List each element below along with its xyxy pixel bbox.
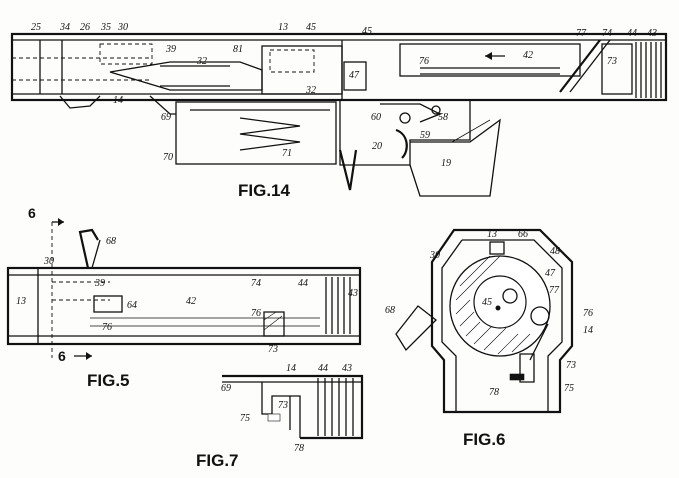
- label-20: 20: [372, 141, 382, 152]
- section-mark-top: 6: [28, 205, 36, 221]
- label-77: 77: [576, 28, 587, 39]
- label-32: 32: [305, 85, 316, 96]
- label-58: 58: [438, 112, 448, 123]
- label-81: 81: [233, 44, 243, 55]
- label-48: 48: [550, 246, 560, 257]
- label-43: 43: [647, 28, 657, 39]
- label-69: 69: [161, 112, 171, 123]
- label-73: 73: [566, 360, 576, 371]
- label-66: 66: [518, 229, 528, 240]
- label-76-left: 76: [102, 322, 112, 333]
- label-73: 73: [278, 400, 288, 411]
- label-76: 76: [583, 308, 593, 319]
- label-19: 19: [441, 158, 451, 169]
- label-39: 39: [165, 44, 176, 55]
- label-68: 68: [106, 236, 116, 247]
- label-30: 30: [429, 250, 440, 261]
- label-70: 70: [163, 152, 173, 163]
- fig14-receiver-outline: [10, 32, 668, 102]
- fig14-spring-coils: [635, 42, 662, 98]
- fig14-drawing: [10, 32, 668, 197]
- section-mark-bottom: 6: [58, 348, 66, 364]
- label-45: 45: [362, 26, 372, 37]
- label-14: 14: [286, 363, 296, 374]
- fig14-magazine: [175, 101, 337, 165]
- fig5-drawing: [6, 218, 362, 360]
- fig5-receiver-outline: [6, 266, 362, 346]
- fig6-reference-numerals: 13 66 30 48 47 45 77 76 68 14 73 78 75: [385, 229, 593, 398]
- fig14-reference-numerals: 25 34 26 35 30 13 45 39 81 32 45 47 42 7…: [31, 22, 657, 169]
- fig5-reference-numerals: 68 30 39 13 64 42 74 44 43 76 76 73: [16, 236, 358, 355]
- label-47: 47: [545, 268, 556, 279]
- label-14: 14: [583, 325, 593, 336]
- label-74: 74: [251, 278, 261, 289]
- fig6-caption: FIG.6: [463, 430, 506, 449]
- label-43: 43: [348, 288, 358, 299]
- label-26: 26: [80, 22, 90, 33]
- fig6-hatching: [455, 255, 531, 355]
- label-14: 14: [113, 95, 123, 106]
- fig7-reference-numerals: 14 44 43 69 73 75 78: [221, 363, 352, 454]
- fig7-caption: FIG.7: [196, 451, 239, 470]
- label-73: 73: [268, 344, 278, 355]
- label-44: 44: [318, 363, 328, 374]
- label-78: 78: [489, 387, 499, 398]
- label-44: 44: [298, 278, 308, 289]
- fig14-caption: FIG.14: [238, 181, 291, 200]
- label-76-right: 76: [251, 308, 261, 319]
- label-71: 71: [282, 148, 292, 159]
- label-43: 43: [342, 363, 352, 374]
- label-13: 13: [16, 296, 26, 307]
- label-44: 44: [627, 28, 637, 39]
- label-76: 76: [419, 56, 429, 67]
- fig7-drawing: [222, 374, 364, 440]
- label-73: 73: [607, 56, 617, 67]
- label-45-top: 45: [306, 22, 316, 33]
- label-45: 45: [482, 297, 492, 308]
- label-69: 69: [221, 383, 231, 394]
- label-30: 30: [43, 256, 54, 267]
- label-13: 13: [487, 229, 497, 240]
- fig5-caption: FIG.5: [87, 371, 130, 390]
- label-74: 74: [602, 28, 612, 39]
- label-47: 47: [349, 70, 360, 81]
- label-34: 34: [59, 22, 70, 33]
- label-78: 78: [294, 443, 304, 454]
- label-75: 75: [240, 413, 250, 424]
- label-25: 25: [31, 22, 41, 33]
- label-59: 59: [420, 130, 430, 141]
- label-75: 75: [564, 383, 574, 394]
- label-64: 64: [127, 300, 137, 311]
- fig6-drawing: [395, 228, 574, 414]
- label-77: 77: [549, 285, 560, 296]
- label-42: 42: [523, 50, 533, 61]
- label-60: 60: [371, 112, 381, 123]
- label-32-top: 32: [196, 56, 207, 67]
- label-68: 68: [385, 305, 395, 316]
- label-13: 13: [278, 22, 288, 33]
- label-35: 35: [100, 22, 111, 33]
- label-39: 39: [94, 278, 105, 289]
- label-30: 30: [117, 22, 128, 33]
- label-42: 42: [186, 296, 196, 307]
